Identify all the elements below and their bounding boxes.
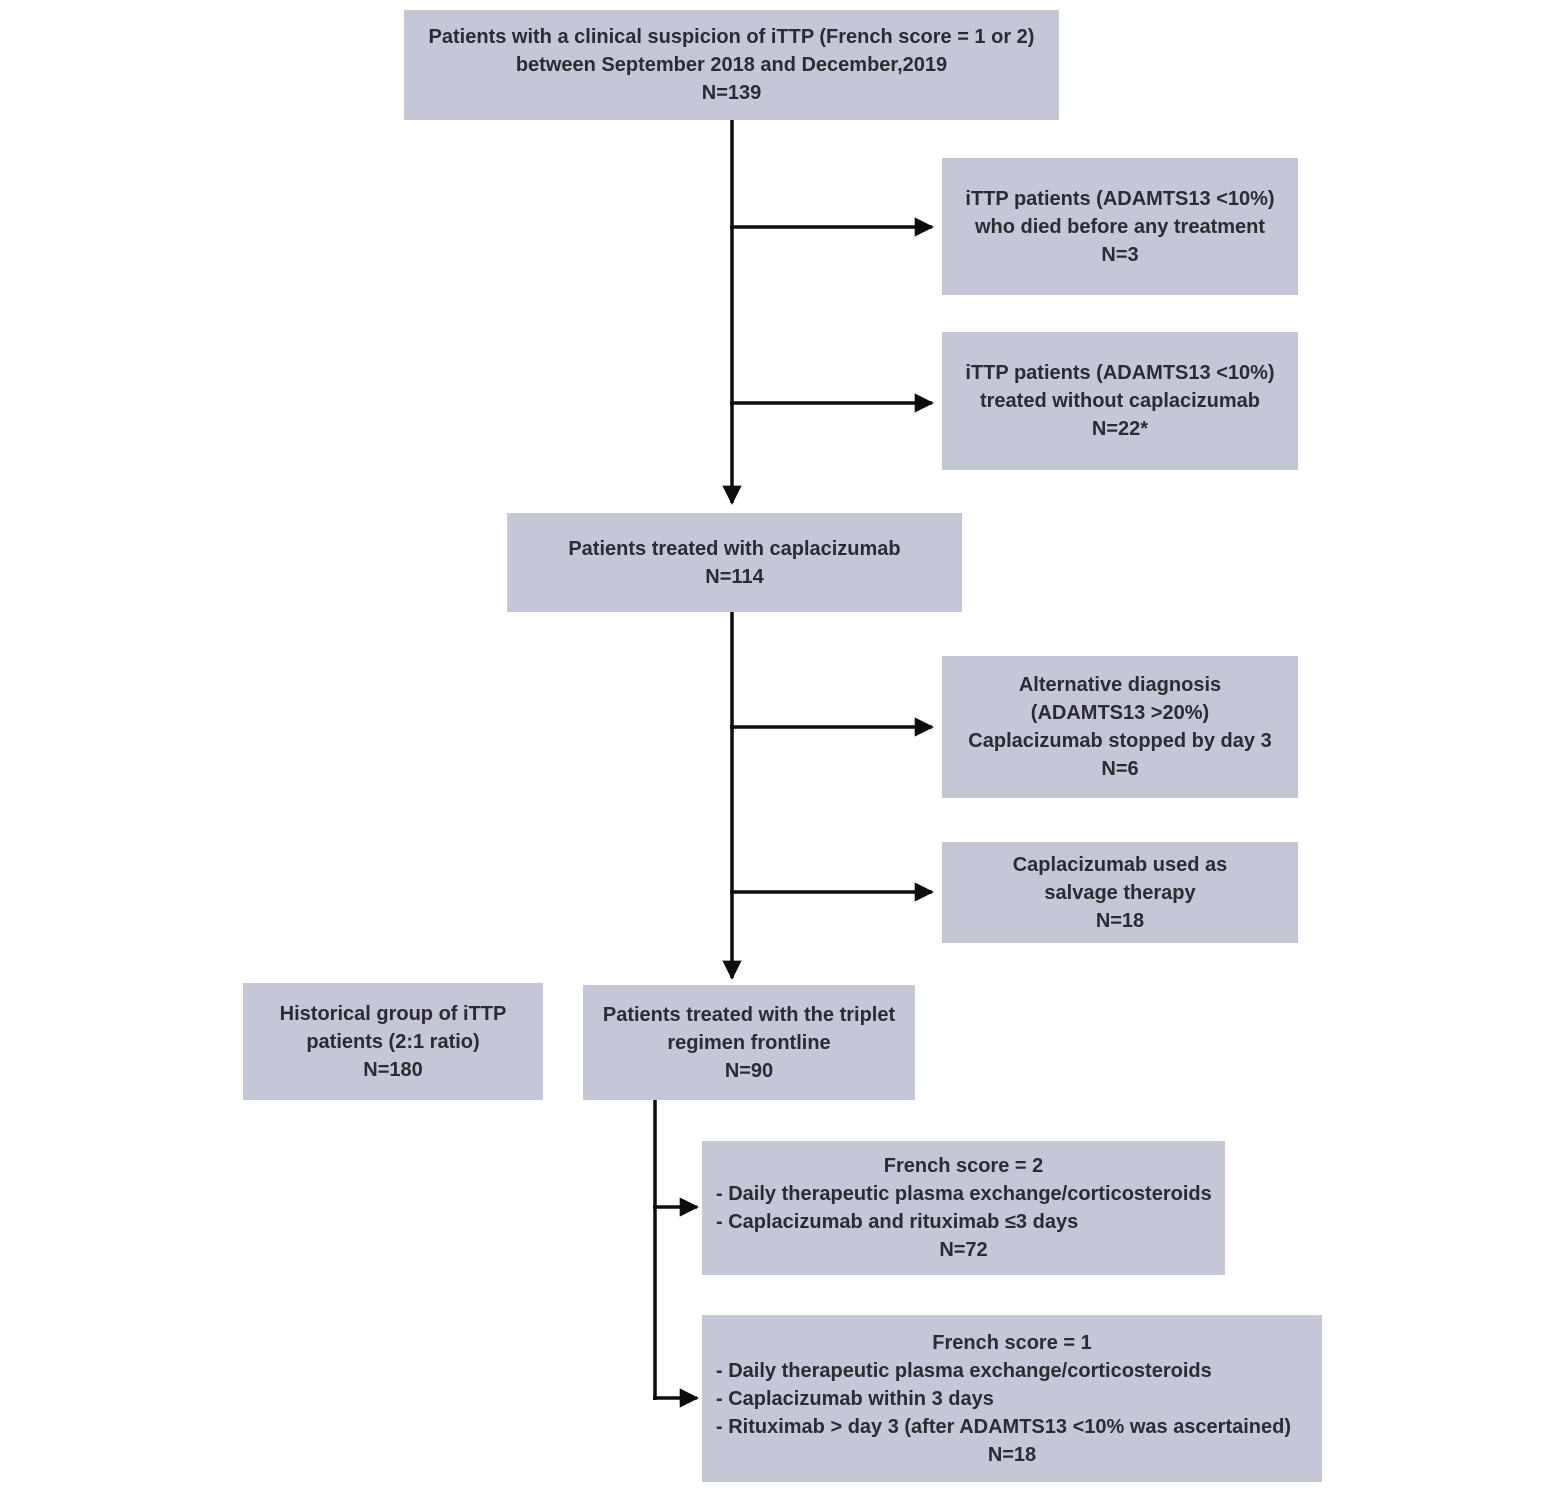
box-line: iTTP patients (ADAMTS13 <10%) <box>965 187 1275 210</box>
box-line: - Daily therapeutic plasma exchange/cort… <box>716 1183 1212 1205</box>
box-french-score-1: French score = 1 - Daily therapeutic pla… <box>702 1315 1322 1482</box>
box-count: N=139 <box>701 82 762 104</box>
box-line: Patients treated with caplacizumab <box>568 537 901 560</box>
box-line: French score = 2 <box>883 1155 1044 1177</box>
box-line: treated without caplacizumab <box>979 390 1261 412</box>
box-line: who died before any treatment <box>974 215 1266 238</box>
box-triplet-regimen: Patients treated with the triplet regime… <box>583 985 915 1100</box>
box-line: iTTP patients (ADAMTS13 <10%) <box>965 362 1275 384</box>
box-count: N=72 <box>939 1239 988 1261</box>
box-line: - Caplacizumab and rituximab ≤3 days <box>716 1211 1079 1233</box>
box-line: Patients treated with the triplet <box>602 1003 896 1026</box>
box-count: N=6 <box>1101 758 1139 780</box>
box-clinical-suspicion: Patients with a clinical suspicion of iT… <box>404 10 1059 120</box>
box-count: N=114 <box>705 565 764 588</box>
box-count: N=3 <box>1101 243 1139 266</box>
box-line: regimen frontline <box>667 1031 831 1054</box>
box-line: Alternative diagnosis <box>1018 674 1222 696</box>
box-line: - Rituximab > day 3 (after ADAMTS13 <10%… <box>716 1415 1292 1438</box>
box-line: Patients with a clinical suspicion of iT… <box>428 26 1035 48</box>
box-treated-with-caplacizumab: Patients treated with caplacizumab N=114 <box>507 513 962 612</box>
box-french-score-2: French score = 2 - Daily therapeutic pla… <box>702 1141 1225 1275</box>
box-count: N=180 <box>363 1058 423 1081</box>
box-count: N=18 <box>1095 909 1145 932</box>
box-line: patients (2:1 ratio) <box>306 1030 480 1053</box>
box-count: N=22* <box>1091 418 1149 440</box>
box-historical-group: Historical group of iTTP patients (2:1 r… <box>243 983 543 1100</box>
box-treated-without-caplacizumab: iTTP patients (ADAMTS13 <10%) treated wi… <box>942 332 1298 470</box>
box-line: (ADAMTS13 >20%) <box>1030 702 1210 724</box>
box-line: French score = 1 <box>932 1331 1092 1354</box>
box-count: N=18 <box>987 1443 1037 1466</box>
box-line: Historical group of iTTP <box>279 1002 507 1025</box>
box-line: between September 2018 and December,2019 <box>515 54 948 76</box>
box-line: salvage therapy <box>1044 881 1196 904</box>
box-line: Caplacizumab used as <box>1012 853 1228 876</box>
box-count: N=90 <box>724 1059 774 1082</box>
box-line: - Caplacizumab within 3 days <box>716 1387 994 1410</box>
box-salvage-therapy: Caplacizumab used as salvage therapy N=1… <box>942 842 1298 943</box>
box-line: Caplacizumab stopped by day 3 <box>968 730 1272 752</box>
box-alternative-diagnosis: Alternative diagnosis (ADAMTS13 >20%) Ca… <box>942 656 1298 798</box>
box-died-before-treatment: iTTP patients (ADAMTS13 <10%) who died b… <box>942 158 1298 295</box>
box-line: - Daily therapeutic plasma exchange/cort… <box>716 1359 1212 1382</box>
